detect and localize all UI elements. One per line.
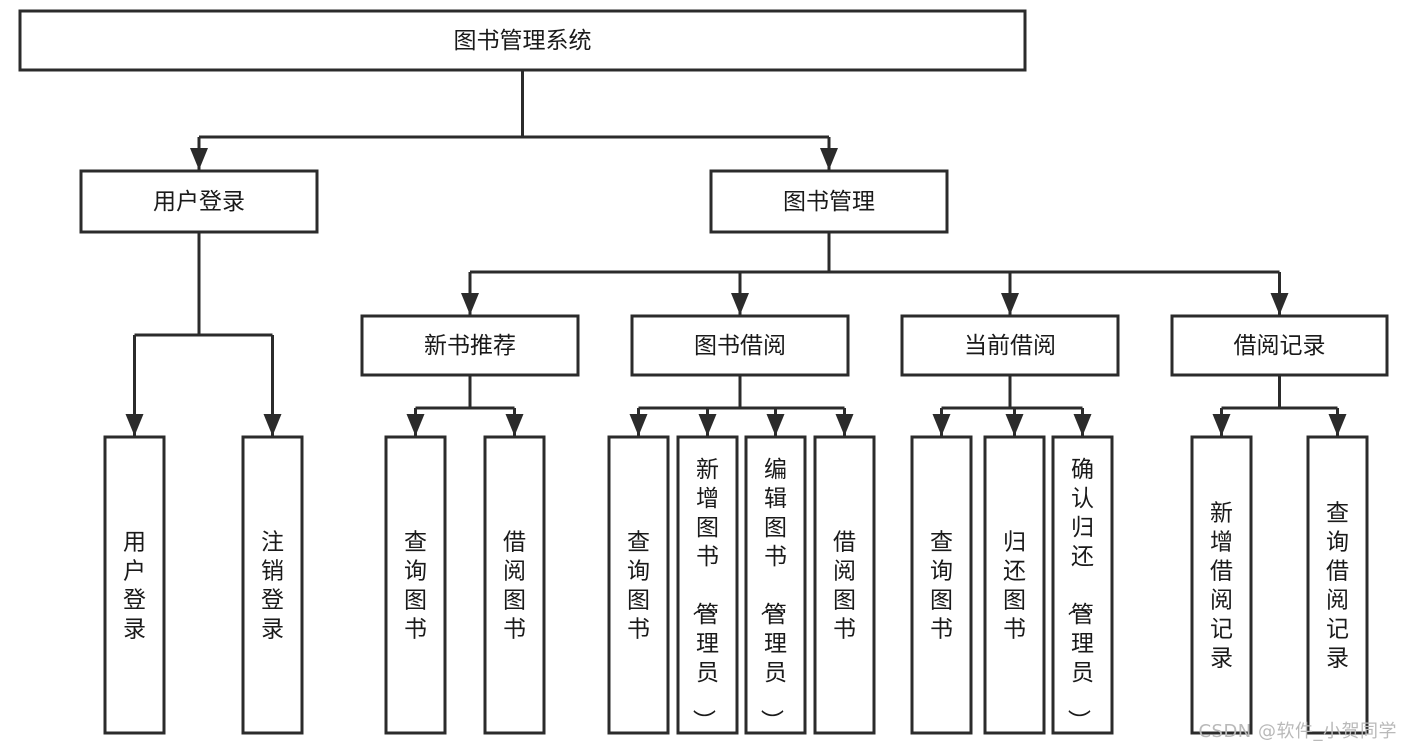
node-leaf-user-login-box[interactable] bbox=[103, 435, 166, 735]
node-book-borrow[interactable]: 图书借阅 bbox=[630, 314, 850, 377]
node-leaf-query-book-2[interactable]: 查询图书 bbox=[607, 435, 670, 735]
node-new-book-rec-label: 新书推荐 bbox=[424, 333, 516, 359]
node-leaf-query-record-box[interactable] bbox=[1306, 435, 1369, 735]
node-leaf-borrow-book-1[interactable]: 借阅图书 bbox=[483, 435, 546, 735]
arrow-head-icon bbox=[698, 414, 717, 436]
node-leaf-return-book-label: 归还图书 bbox=[1003, 530, 1026, 643]
arrow-head-icon bbox=[629, 414, 648, 436]
node-leaf-query-book-3[interactable]: 查询图书 bbox=[910, 435, 973, 735]
arrow-head-icon bbox=[1270, 293, 1289, 315]
node-current-borrow-box[interactable] bbox=[900, 314, 1120, 377]
arrow-head-icon bbox=[932, 414, 951, 436]
node-leaf-logout[interactable]: 注销登录 bbox=[241, 435, 304, 735]
arrow-head-icon bbox=[125, 414, 144, 436]
arrow-head-icon bbox=[190, 148, 208, 170]
node-leaf-confirm-return-label: 确认归还（管理员） bbox=[1065, 457, 1094, 732]
node-leaf-borrow-book-2-box[interactable] bbox=[813, 435, 876, 735]
node-leaf-edit-book[interactable]: 编辑图书（管理员） bbox=[744, 435, 807, 735]
arrow-head-icon bbox=[1001, 293, 1019, 315]
node-current-borrow-label: 当前借阅 bbox=[964, 333, 1056, 359]
node-leaf-query-record[interactable]: 查询借阅记录 bbox=[1306, 435, 1369, 735]
node-leaf-query-book-2-label: 查询图书 bbox=[627, 530, 650, 643]
node-leaf-logout-box[interactable] bbox=[241, 435, 304, 735]
node-leaf-logout-label: 注销登录 bbox=[261, 530, 284, 643]
node-borrow-record-label: 借阅记录 bbox=[1234, 333, 1326, 359]
arrow-head-icon bbox=[406, 414, 425, 436]
node-leaf-query-book-1-box[interactable] bbox=[384, 435, 447, 735]
node-root-system[interactable]: 图书管理系统 bbox=[18, 9, 1027, 72]
node-leaf-add-book-box[interactable] bbox=[676, 435, 739, 735]
node-leaf-add-record[interactable]: 新增借阅记录 bbox=[1190, 435, 1253, 735]
arrow-head-icon bbox=[461, 293, 479, 315]
node-leaf-add-book[interactable]: 新增图书（管理员） bbox=[676, 435, 739, 735]
node-root-system-label: 图书管理系统 bbox=[454, 28, 592, 54]
arrow-head-icon bbox=[766, 414, 785, 436]
arrow-head-icon bbox=[820, 148, 838, 170]
arrow-head-icon bbox=[1073, 414, 1092, 436]
node-leaf-return-book-box[interactable] bbox=[983, 435, 1046, 735]
node-leaf-add-record-box[interactable] bbox=[1190, 435, 1253, 735]
node-layer: 图书管理系统用户登录图书管理新书推荐图书借阅当前借阅借阅记录用户登录注销登录查询… bbox=[18, 9, 1389, 735]
node-leaf-confirm-return-box[interactable] bbox=[1051, 435, 1114, 735]
node-book-borrow-label: 图书借阅 bbox=[694, 333, 786, 359]
arrow-head-icon bbox=[1005, 414, 1024, 436]
arrow-head-icon bbox=[835, 414, 854, 436]
arrow-head-icon bbox=[1328, 414, 1347, 436]
node-leaf-confirm-return[interactable]: 确认归还（管理员） bbox=[1051, 435, 1114, 735]
node-book-manage[interactable]: 图书管理 bbox=[709, 169, 949, 234]
arrow-head-icon bbox=[505, 414, 524, 436]
node-leaf-borrow-book-1-label: 借阅图书 bbox=[503, 530, 526, 643]
node-new-book-rec[interactable]: 新书推荐 bbox=[360, 314, 580, 377]
node-leaf-query-book-2-box[interactable] bbox=[607, 435, 670, 735]
node-leaf-user-login-label: 用户登录 bbox=[123, 530, 146, 643]
node-borrow-record-box[interactable] bbox=[1170, 314, 1389, 377]
node-book-borrow-box[interactable] bbox=[630, 314, 850, 377]
node-borrow-record[interactable]: 借阅记录 bbox=[1170, 314, 1389, 377]
node-root-system-box[interactable] bbox=[18, 9, 1027, 72]
connector-layer bbox=[125, 70, 1347, 436]
arrow-head-icon bbox=[1212, 414, 1231, 436]
node-leaf-borrow-book-2[interactable]: 借阅图书 bbox=[813, 435, 876, 735]
node-leaf-user-login[interactable]: 用户登录 bbox=[103, 435, 166, 735]
node-leaf-edit-book-label: 编辑图书（管理员） bbox=[758, 457, 787, 732]
node-leaf-query-book-3-box[interactable] bbox=[910, 435, 973, 735]
node-current-borrow[interactable]: 当前借阅 bbox=[900, 314, 1120, 377]
node-book-manage-box[interactable] bbox=[709, 169, 949, 234]
arrow-head-icon bbox=[263, 414, 282, 436]
arrow-head-icon bbox=[731, 293, 749, 315]
node-user-login-label: 用户登录 bbox=[153, 189, 245, 215]
node-user-login-box[interactable] bbox=[79, 169, 319, 234]
node-leaf-query-book-1[interactable]: 查询图书 bbox=[384, 435, 447, 735]
node-leaf-query-book-3-label: 查询图书 bbox=[930, 530, 953, 643]
node-leaf-add-record-label: 新增借阅记录 bbox=[1210, 501, 1233, 672]
node-leaf-query-book-1-label: 查询图书 bbox=[404, 530, 427, 643]
node-new-book-rec-box[interactable] bbox=[360, 314, 580, 377]
node-leaf-borrow-book-2-label: 借阅图书 bbox=[833, 530, 856, 643]
node-book-manage-label: 图书管理 bbox=[783, 189, 875, 215]
node-leaf-query-record-label: 查询借阅记录 bbox=[1326, 501, 1349, 672]
node-leaf-borrow-book-1-box[interactable] bbox=[483, 435, 546, 735]
node-leaf-add-book-label: 新增图书（管理员） bbox=[690, 457, 719, 732]
node-leaf-edit-book-box[interactable] bbox=[744, 435, 807, 735]
node-user-login[interactable]: 用户登录 bbox=[79, 169, 319, 234]
node-leaf-return-book[interactable]: 归还图书 bbox=[983, 435, 1046, 735]
